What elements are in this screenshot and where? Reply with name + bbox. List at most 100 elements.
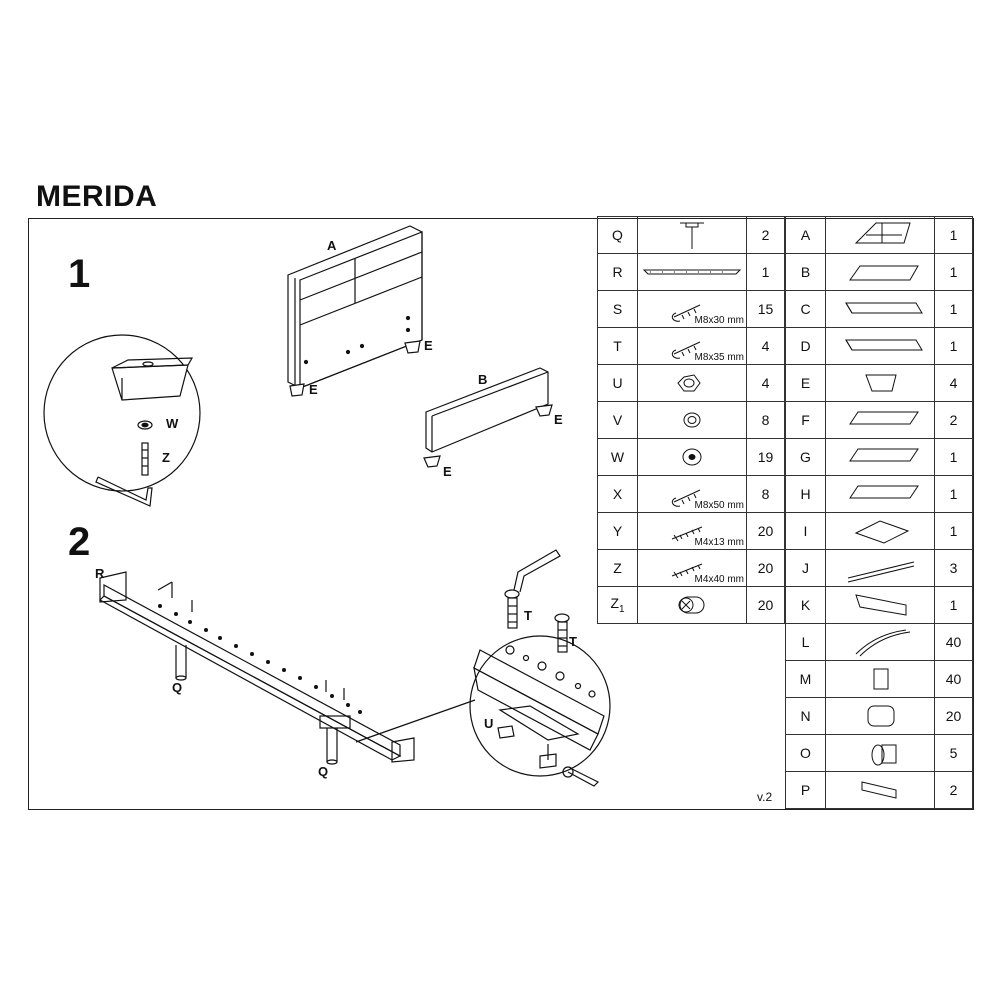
- spring-washer-icon: [683, 412, 701, 428]
- page-title: MERIDA: [36, 180, 158, 213]
- flat-washer-icon: [682, 448, 702, 466]
- board-icon: [849, 485, 919, 499]
- step-number-1: 1: [68, 252, 91, 296]
- part-illustration: [637, 401, 747, 439]
- rail-holes: [158, 604, 362, 714]
- leader-line: [355, 699, 476, 743]
- headboard-drawing: [287, 225, 423, 397]
- part-quantity: 4: [746, 327, 785, 365]
- part-quantity: 8: [746, 401, 785, 439]
- part-quantity: 8: [746, 475, 785, 513]
- part-quantity: 1: [934, 253, 973, 291]
- label-nut: U: [484, 716, 494, 731]
- footboard-drawing: [423, 367, 553, 468]
- part-quantity: 20: [746, 549, 785, 587]
- part-quantity: 19: [746, 438, 785, 476]
- label-headboard: A: [327, 238, 337, 253]
- part-size: M8x50 mm: [694, 500, 744, 511]
- part-code: D: [785, 327, 826, 365]
- part-code: X: [597, 475, 638, 513]
- instruction-frame: [28, 218, 974, 810]
- part-code-text: S: [612, 301, 623, 317]
- slat-cap-icon: [867, 705, 895, 727]
- part-quantity: 5: [934, 734, 973, 772]
- part-code-text: Y: [612, 523, 623, 539]
- part-code-text: Q: [612, 227, 623, 243]
- part-quantity: 1: [934, 290, 973, 328]
- part-quantity: 2: [746, 216, 785, 254]
- table-row: M 40: [785, 660, 973, 698]
- part-illustration: M4x40 mm: [637, 549, 747, 587]
- foot-block-icon: [865, 374, 897, 392]
- label-foot-1: E: [424, 338, 433, 353]
- side-rail-icon: [845, 339, 923, 351]
- part-illustration: [825, 623, 935, 661]
- part-code-text: T: [613, 338, 622, 354]
- bolt-icon: [671, 341, 701, 359]
- label-foot-2: E: [309, 382, 318, 397]
- part-code: H: [785, 475, 826, 513]
- part-code: I: [785, 512, 826, 550]
- panel-icon: [855, 594, 907, 616]
- center-rail-drawing: [99, 571, 415, 765]
- part-code: C: [785, 290, 826, 328]
- part-quantity: 40: [934, 623, 973, 661]
- part-code: Q: [597, 216, 638, 254]
- side-rail-icon: [845, 302, 923, 314]
- part-code: E: [785, 364, 826, 402]
- part-code: M: [785, 660, 826, 698]
- part-quantity: 2: [934, 771, 973, 809]
- part-code: Y: [597, 512, 638, 550]
- part-illustration: [825, 327, 935, 365]
- part-quantity: 20: [934, 697, 973, 735]
- leg-plate-icon: [680, 222, 704, 249]
- version-label: v.2: [757, 790, 773, 804]
- part-code-text: X: [612, 486, 623, 502]
- part-size: M8x30 mm: [694, 315, 744, 326]
- part-quantity: 1: [934, 216, 973, 254]
- part-quantity: 1: [934, 327, 973, 365]
- part-code: G: [785, 438, 826, 476]
- part-quantity: 4: [934, 364, 973, 402]
- part-quantity: 2: [934, 401, 973, 439]
- part-code: P: [785, 771, 826, 809]
- part-illustration: [825, 549, 935, 587]
- part-code: W: [597, 438, 638, 476]
- part-code: R: [597, 253, 638, 291]
- label-leg-1: Q: [172, 680, 183, 695]
- part-quantity: 1: [934, 438, 973, 476]
- part-code: L: [785, 623, 826, 661]
- part-code: Z: [597, 549, 638, 587]
- part-illustration: [825, 253, 935, 291]
- label-screw-1: T: [524, 608, 532, 623]
- part-quantity: 40: [934, 660, 973, 698]
- part-illustration: [825, 401, 935, 439]
- part-code-subscript: 1: [619, 603, 625, 615]
- label-foot-3: E: [554, 412, 563, 427]
- part-illustration: M8x50 mm: [637, 475, 747, 513]
- part-illustration: [637, 216, 747, 254]
- part-illustration: [825, 290, 935, 328]
- part-illustration: [825, 697, 935, 735]
- hex-nut-icon: [677, 374, 701, 392]
- part-quantity: 20: [746, 512, 785, 550]
